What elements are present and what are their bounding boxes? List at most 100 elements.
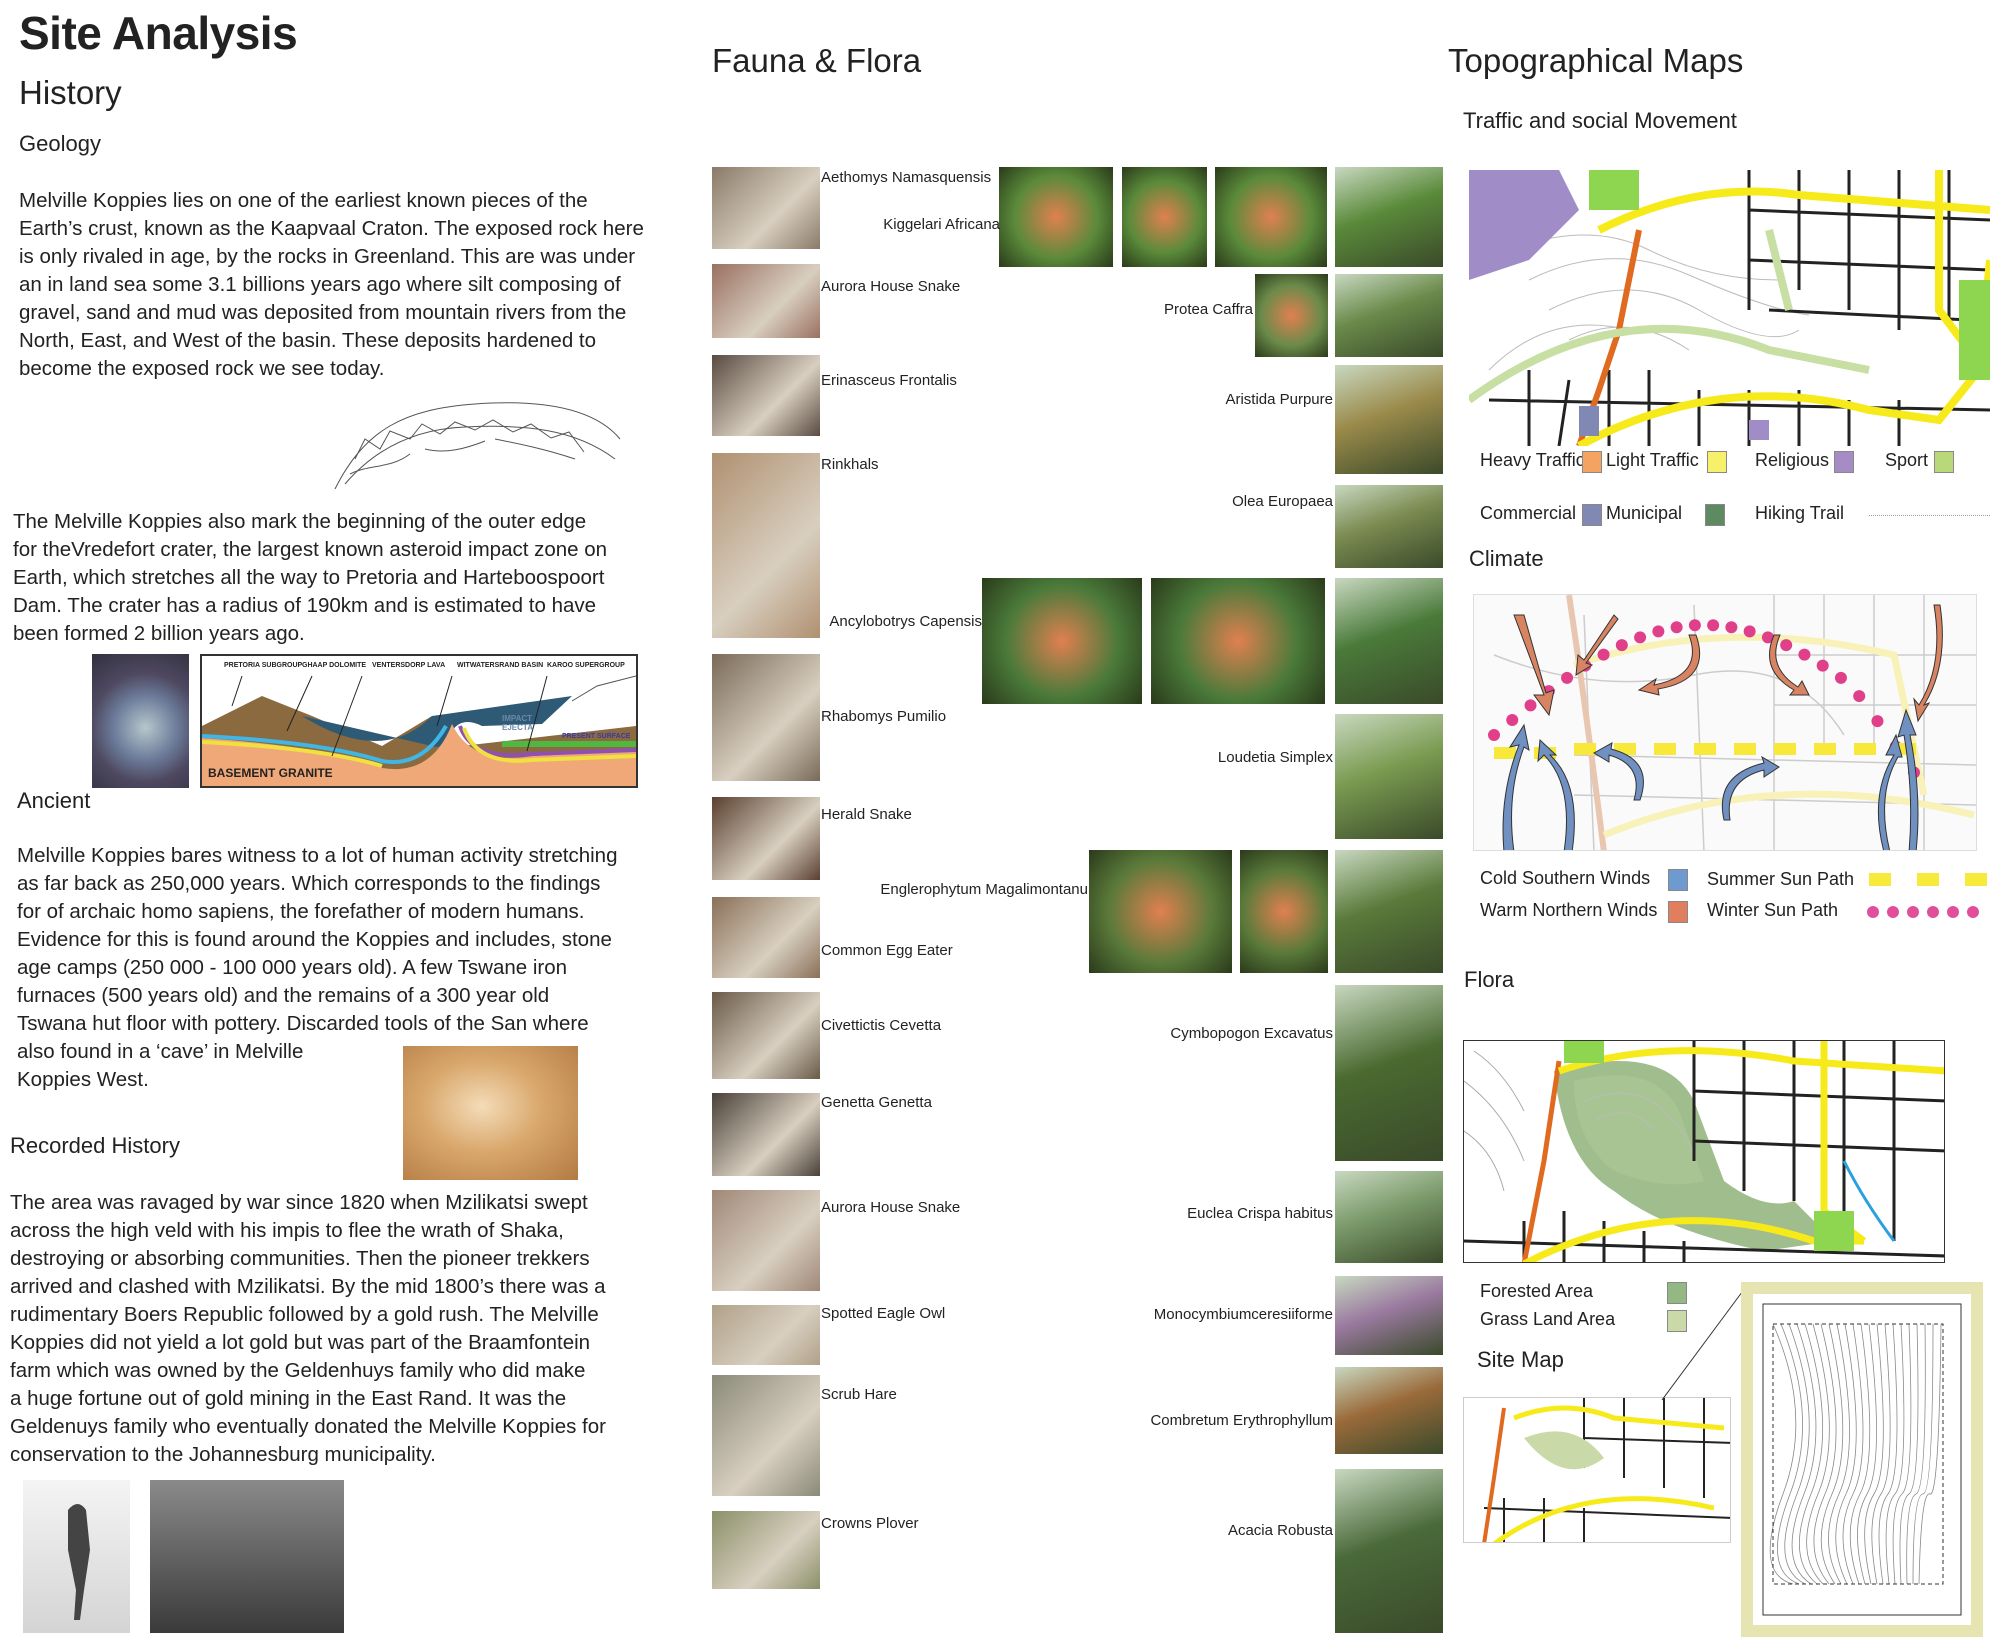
contour-line — [1878, 1323, 1898, 1585]
flora-label: Englerophytum Magalimontanu — [880, 881, 1088, 898]
flora-photo — [1240, 850, 1328, 973]
ancient-heading: Ancient — [17, 788, 91, 813]
climate-map — [1473, 594, 1977, 851]
legend-label: Sport — [1885, 450, 1929, 470]
winter-sun-dot — [1780, 639, 1793, 652]
winter-sun-dot — [1834, 671, 1847, 684]
contour-line — [1871, 1323, 1891, 1585]
contour-line — [1777, 1323, 1803, 1585]
summer-sun-dash — [1854, 743, 1876, 755]
historical-engraving-image — [23, 1480, 130, 1633]
geology-paragraph-2: The Melville Koppies also mark the begin… — [13, 508, 607, 648]
diagram-label: EJECTA — [502, 723, 533, 732]
legend-label: Commercial — [1480, 503, 1577, 523]
diagram-label: KAROO SUPERGROUP — [547, 662, 625, 669]
summer-sun-dash — [1694, 743, 1716, 755]
fauna-label: Scrub Hare — [821, 1386, 897, 1403]
legend-label: Winter Sun Path — [1707, 900, 1839, 920]
winter-sun-dot — [1561, 671, 1574, 684]
diagram-label: PRESENT SURFACE — [562, 733, 631, 740]
legend-dot-swatch — [1967, 906, 1979, 918]
winter-sun-dot — [1688, 619, 1701, 632]
recorded-history-paragraph: The area was ravaged by war since 1820 w… — [10, 1189, 606, 1469]
flora-label: Cymbopogon Excavatus — [1170, 1025, 1333, 1042]
traffic-map — [1469, 170, 1990, 446]
paragraph-line: The Melville Koppies also mark the begin… — [13, 510, 587, 533]
fauna-label: Aurora House Snake — [821, 1199, 961, 1216]
fauna-label: Aethomys Namasquensis — [821, 169, 992, 186]
site-map-overview — [1463, 1397, 1731, 1543]
legend-color-swatch — [1667, 1310, 1687, 1332]
summer-sun-dash — [1494, 747, 1516, 759]
winter-sun-dot — [1743, 625, 1756, 638]
flora-photo — [1335, 714, 1443, 839]
flora-photo — [1335, 850, 1443, 973]
flora-map — [1463, 1040, 1945, 1263]
contour-line — [1806, 1323, 1830, 1585]
legend-color-swatch — [1707, 451, 1727, 473]
winter-sun-dot — [1634, 631, 1647, 644]
fauna-label: Civettictis Cevetta — [821, 1017, 942, 1034]
diagram-label: WITWATERSRAND BASIN — [457, 662, 544, 669]
contour-line — [1798, 1323, 1824, 1585]
contour-line — [1835, 1323, 1857, 1585]
legend-color-swatch — [1582, 451, 1602, 473]
paragraph-line: Evidence for this is found around the Ko… — [17, 928, 612, 951]
legend-label: Grass Land Area — [1480, 1309, 1616, 1329]
site-plan-drawing — [1741, 1282, 1983, 1637]
flora-label: Protea Caffra — [1164, 301, 1253, 318]
fauna-label: Rinkhals — [821, 456, 879, 473]
summer-sun-dash — [1654, 743, 1676, 755]
legend-label: Warm Northern Winds — [1480, 900, 1658, 920]
contour-line — [1912, 1323, 1934, 1585]
fauna-photo — [712, 797, 820, 880]
flora-photo — [1335, 1367, 1443, 1454]
paragraph-line: rudimentary Boers Republic followed by a… — [10, 1303, 599, 1326]
flora-label: Olea Europaea — [1232, 493, 1333, 510]
flora-label: Aristida Purpure — [1225, 391, 1333, 408]
winter-sun-dot — [1524, 699, 1537, 712]
paragraph-line: gravel, sand and mud was deposited from … — [19, 301, 627, 324]
winter-sun-dot — [1597, 648, 1610, 661]
winter-sun-dot — [1488, 729, 1500, 741]
paragraph-line: Earth, which stretches all the way to Pr… — [13, 566, 605, 589]
fauna-label: Erinasceus Frontalis — [821, 372, 957, 389]
winter-sun-dot — [1506, 714, 1519, 727]
summer-sun-dash — [1574, 743, 1596, 755]
fauna-label: Common Egg Eater — [821, 942, 953, 959]
contour-line — [1813, 1323, 1837, 1585]
paragraph-line: Koppies did not yield a lot gold but was… — [10, 1331, 591, 1354]
flora-photo — [1335, 1171, 1443, 1263]
contour-line — [1828, 1323, 1850, 1585]
legend-label: Forested Area — [1480, 1281, 1594, 1301]
contour-line — [1820, 1323, 1844, 1585]
legend-dot-swatch — [1887, 906, 1899, 918]
legend-color-swatch — [1668, 869, 1688, 891]
flora-label: Monocymbiumceresiiforme — [1153, 1306, 1333, 1323]
flora-photo — [1335, 1469, 1443, 1633]
legend-color-swatch — [1667, 1282, 1687, 1304]
paragraph-line: Earth’s crust, known as the Kaapvaal Cra… — [19, 217, 644, 240]
summer-sun-dash — [1774, 743, 1796, 755]
fauna-photo — [712, 167, 820, 249]
fauna-flora-heading: Fauna & Flora — [712, 42, 922, 79]
geology-paragraph-1: Melville Koppies lies on one of the earl… — [19, 187, 644, 383]
contour-line — [1918, 1323, 1942, 1585]
paragraph-line: farm which was owned by the Geldenhuys f… — [10, 1359, 586, 1382]
paragraph-line: Melville Koppies lies on one of the earl… — [19, 189, 588, 212]
paragraph-line: been formed 2 billion years ago. — [13, 622, 305, 645]
legend-dot-swatch — [1927, 906, 1939, 918]
paragraph-line: for theVredefort crater, the largest kno… — [13, 538, 608, 561]
flora-photo — [1215, 167, 1327, 267]
fauna-label: Herald Snake — [821, 806, 912, 823]
paragraph-line: a huge fortune out of gold mining in the… — [10, 1387, 567, 1410]
ridge-sketch-image — [325, 389, 625, 504]
fauna-photo — [712, 654, 820, 781]
legend-line-swatch — [1869, 515, 1990, 516]
paragraph-line: The area was ravaged by war since 1820 w… — [10, 1191, 588, 1214]
contour-line — [1784, 1323, 1810, 1585]
paragraph-line: is only rivaled in age, by the rocks in … — [19, 245, 636, 268]
family-photo — [150, 1480, 344, 1633]
flora-label: Euclea Crispa habitus — [1187, 1205, 1333, 1222]
contour-line — [1906, 1323, 1926, 1585]
